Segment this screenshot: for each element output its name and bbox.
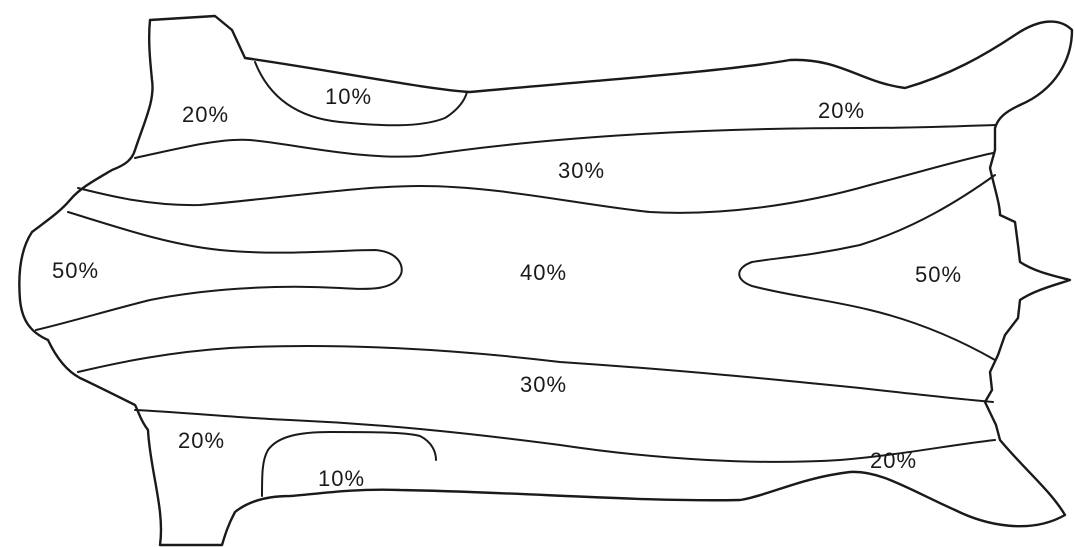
label-bottom-left-20: 20% bbox=[178, 428, 225, 453]
label-top-left-20: 20% bbox=[182, 102, 229, 127]
upper-30-40-boundary bbox=[78, 153, 993, 213]
label-bottom-right-20: 20% bbox=[870, 448, 917, 473]
label-lower-30: 30% bbox=[520, 372, 567, 397]
label-top-right-20: 20% bbox=[818, 98, 865, 123]
label-left-50: 50% bbox=[52, 258, 99, 283]
label-top-10: 10% bbox=[325, 84, 372, 109]
label-upper-30: 30% bbox=[558, 158, 605, 183]
label-bottom-10: 10% bbox=[318, 466, 365, 491]
lower-30-20-boundary bbox=[135, 410, 995, 462]
upper-20-30-boundary bbox=[135, 125, 995, 158]
label-right-50: 50% bbox=[915, 262, 962, 287]
label-center-40: 40% bbox=[520, 260, 567, 285]
